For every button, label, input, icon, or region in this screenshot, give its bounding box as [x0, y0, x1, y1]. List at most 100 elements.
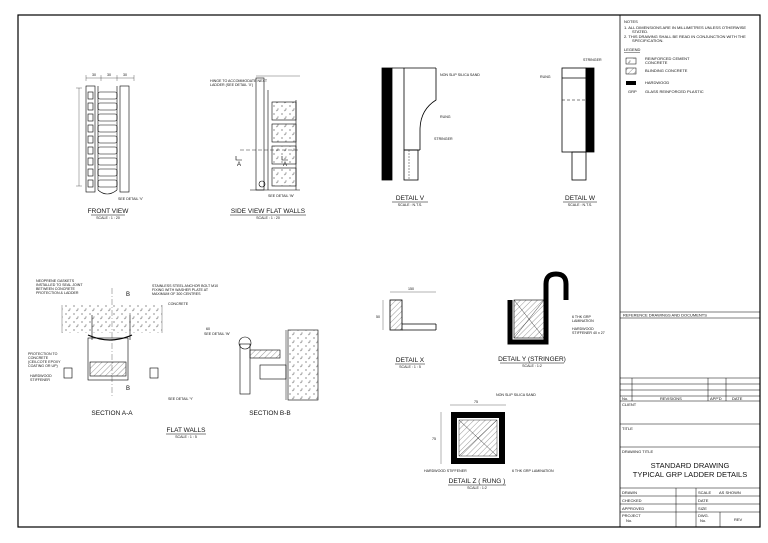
legend-rcc: REINFORCED CEMENT: [645, 56, 690, 61]
detail-w-stringer: STRINGER: [583, 58, 602, 62]
front-dim-3: 30: [123, 73, 127, 77]
hinge-note-2: LADDER (SEE DETAIL 'X'): [210, 83, 253, 87]
rev-date-header: DATE: [732, 396, 743, 401]
project-no-label: No.: [626, 518, 632, 523]
hardwood-2: STIFFENER: [30, 378, 50, 382]
detail-y-title: DETAIL Y (STRINGER): [498, 356, 566, 363]
detail-z: [440, 404, 506, 464]
aa-see-detail-y: SEE DETAIL 'Y': [168, 397, 193, 401]
detail-z-scale: SCALE : 1:2: [467, 486, 487, 490]
detail-v-scale: SCALE : N.T.S.: [398, 203, 423, 207]
front-view-title: FRONT VIEW: [88, 208, 130, 215]
detail-z-title: DETAIL Z ( RUNG ): [449, 478, 506, 485]
detail-z-dim: 75: [474, 400, 478, 404]
bb-note-1: 60: [206, 327, 210, 331]
side-view: [235, 75, 300, 191]
detail-z-grp: 6 THK GRP LAMINATION: [512, 469, 554, 473]
detail-v-stringer: STRINGER: [434, 137, 453, 141]
stringer-segment: [87, 102, 94, 111]
legend-blinding-swatch: [625, 67, 637, 75]
detail-v-non-slip: NON SLIP SILICA SAND: [440, 73, 480, 77]
stringer-segment: [87, 179, 94, 188]
protection-4: COATING OR UP): [28, 364, 58, 368]
title-block: NOTES 1. ALL DIMENSIONS ARE IN MILLIMETR…: [620, 19, 760, 527]
section-aa-title: SECTION A-A: [91, 410, 133, 417]
title-label: TITLE: [622, 426, 633, 431]
detail-y-scale: SCALE : 1:2: [522, 364, 542, 368]
section-b-top: B: [126, 292, 130, 298]
drawing-title-1: STANDARD DRAWING: [651, 461, 730, 470]
notes-heading: NOTES: [624, 19, 638, 24]
side-see-detail-w: SEE DETAIL 'W': [268, 194, 294, 198]
ladder-rung: [97, 168, 118, 177]
legend-blinding: BLINDING CONCRETE: [645, 68, 688, 73]
front-view-scale: SCALE : 1 : 20: [96, 216, 120, 220]
rev-no-header: No.: [622, 396, 628, 401]
detail-z-dim-v: 75: [432, 437, 436, 441]
section-b-bottom: B: [126, 386, 130, 392]
detail-w-scale: SCALE : N.T.S.: [568, 203, 593, 207]
stringer-segment: [87, 135, 94, 144]
detail-y-hw-2: STIFFENER 40 x 27: [572, 331, 605, 335]
note-2b: SPECIFICATION.: [632, 38, 663, 43]
legend-heading: LEGEND: [624, 47, 641, 52]
detail-v-rung: RUNG: [440, 115, 451, 119]
drawn-label: DRAWN: [622, 490, 637, 495]
anchor-2: FIXING WITH WASHER PLATE AT: [152, 288, 209, 292]
ladder-rung: [97, 102, 118, 111]
detail-w-title: DETAIL W: [565, 195, 596, 202]
detail-y-hw-1: HARDWOOD: [572, 327, 594, 331]
stringer-segment: [87, 157, 94, 166]
dwg-no-label: No.: [700, 518, 706, 523]
front-see-detail-v: SEE DETAIL 'V': [118, 197, 143, 201]
legend-grp-abbr: GRP: [628, 89, 637, 94]
stringer-segment: [87, 124, 94, 133]
section-aa: [61, 288, 163, 398]
section-bb: [238, 329, 319, 401]
legend-rcc-swatch: [625, 57, 637, 65]
detail-x-dim-v: 50: [376, 315, 380, 319]
detail-x: [382, 291, 437, 331]
protection-1: PROTECTION TO: [28, 352, 58, 356]
detail-z-hw: HARDWOOD STIFFENER: [424, 469, 467, 473]
hinge-note-1: HINGE TO ACCOMMODATE NEXT: [210, 79, 268, 83]
approved-label: APPROVED: [622, 506, 644, 511]
detail-x-dim: 150: [408, 287, 414, 291]
ladder-rung: [97, 157, 118, 166]
legend-hardwood: HARDWOOD: [645, 80, 669, 85]
detail-x-title: DETAIL X: [396, 357, 425, 364]
detail-y-grp-1: 6 THK GRP: [572, 315, 592, 319]
protection-2: CONCRETE: [28, 356, 49, 360]
detail-x-scale: SCALE : 1 : 5: [399, 365, 421, 369]
hardwood-1: HARDWOOD: [30, 374, 52, 378]
reference-heading: REFERENCE DRAWINGS AND DOCUMENTS: [623, 313, 707, 318]
stringer-segment: [87, 168, 94, 177]
section-a-right: A: [283, 162, 287, 168]
stringer-segment: [87, 91, 94, 100]
detail-y: [507, 271, 569, 345]
concrete-label: CONCRETE: [168, 302, 189, 306]
ladder-rung: [97, 179, 118, 188]
side-view-title: SIDE VIEW FLAT WALLS: [231, 208, 306, 215]
rev-title-header: REVISIONS: [660, 396, 682, 401]
rev-appd-header: APP'D: [710, 396, 722, 401]
section-bb-title: SECTION B-B: [249, 410, 291, 417]
project-label: PROJECT: [622, 513, 641, 518]
client-label: CLIENT: [622, 402, 637, 407]
note-1a: 1. ALL DIMENSIONS ARE IN MILLIMETRES UNL…: [624, 25, 746, 30]
legend-grp-def: GLASS REINFORCED PLASTIC: [645, 89, 704, 94]
dwg-label: DWG.: [698, 513, 709, 518]
ladder-rung: [97, 124, 118, 133]
protection-3: (CEILCOTE EPOXY: [28, 360, 61, 364]
scale-value: AS SHOWN: [719, 490, 741, 495]
scale-label: SCALE: [698, 490, 711, 495]
front-dim-1: 30: [92, 73, 96, 77]
neoprene-4: PROTECTION & LADDER: [36, 291, 79, 295]
anchor-1: STAINLESS STEEL ANCHOR BOLT M10: [152, 284, 218, 288]
ladder-rung: [97, 113, 118, 122]
ladder-rung: [97, 91, 118, 100]
ladder-rung: [97, 135, 118, 144]
neoprene-3: BETWEEN CONCRETE: [36, 287, 76, 291]
legend-rcc-2: CONCRETE: [645, 60, 668, 65]
